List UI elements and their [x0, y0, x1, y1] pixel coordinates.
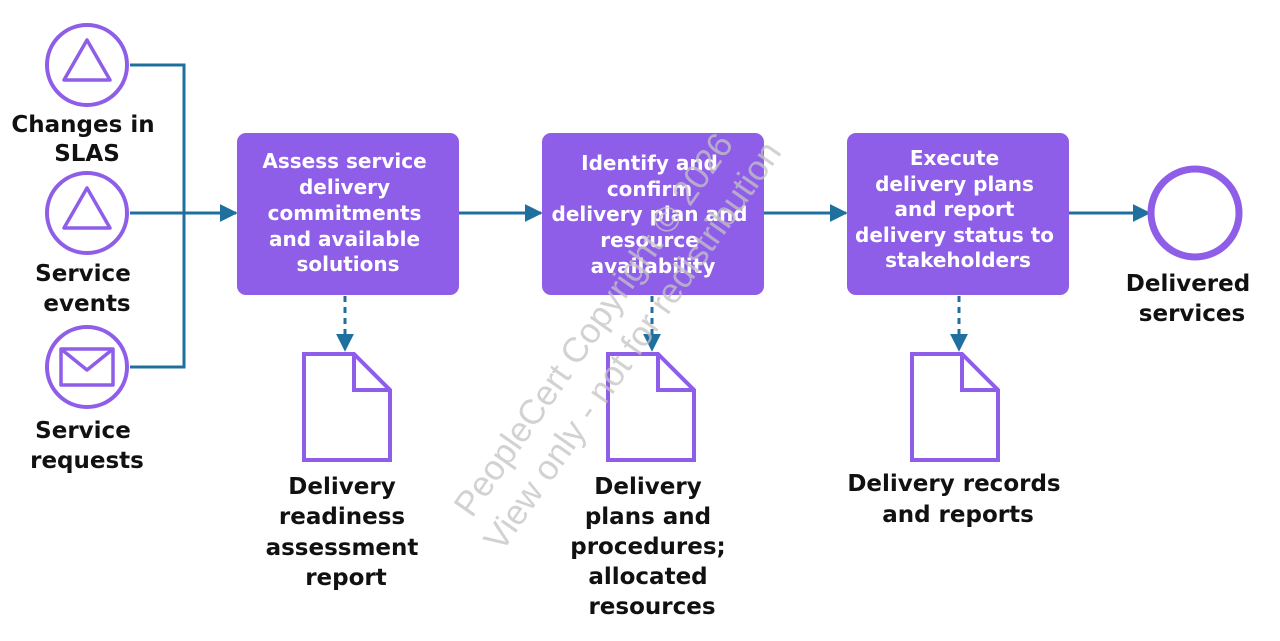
triangle-icon	[62, 38, 112, 82]
process-text-line: Assess service	[262, 149, 426, 173]
start-event-label-line: Service	[35, 261, 131, 287]
process-text-line: commitments	[268, 201, 422, 225]
document-label-line: Delivery	[288, 474, 395, 500]
event-circle	[45, 23, 129, 107]
process-text-line: delivery	[299, 175, 390, 199]
process-execute: Execute delivery plans and report delive…	[847, 133, 1069, 295]
process-text-line: and report	[895, 197, 1015, 221]
event-circle	[45, 325, 129, 409]
svg-text:Changes in SLAS: Changes in SLAS	[11, 112, 162, 167]
document-delivery-records: Delivery records and reports	[847, 352, 1068, 528]
svg-text:Identify and confirm: Identify and confirm delivery plan and r…	[552, 151, 755, 278]
document-readiness-report: Delivery readiness assessment report	[266, 352, 427, 591]
svg-text:Assess service delivery: Assess service delivery commitments and …	[262, 149, 433, 276]
triangle-icon	[62, 186, 112, 230]
document-icon	[910, 352, 1000, 462]
document-label-line: and reports	[882, 502, 1034, 528]
svg-text:Delivery plans and: Delivery plans and procedures; allocated…	[570, 474, 734, 620]
process-box	[847, 133, 1069, 295]
connector-changes-to-bus	[130, 63, 186, 369]
start-event-label-line: requests	[30, 448, 144, 474]
document-label-line: resources	[588, 594, 715, 620]
process-text-line: confirm	[607, 177, 692, 201]
start-event-label-line: SLAS	[54, 141, 120, 167]
document-label-line: assessment	[266, 535, 419, 561]
process-box	[542, 133, 764, 295]
process-text-line: stakeholders	[885, 248, 1031, 272]
process-text-line: and available	[269, 227, 420, 251]
end-event-label-line: Delivered	[1126, 271, 1250, 297]
document-label-line: Delivery	[594, 474, 701, 500]
document-icon	[302, 352, 392, 462]
event-circle	[45, 171, 129, 255]
document-label-line: allocated	[588, 564, 707, 590]
process-text-line: solutions	[296, 252, 399, 276]
svg-text:Service requests: Service requests	[30, 418, 144, 474]
document-label-line: procedures;	[570, 534, 726, 560]
process-text-line: delivery plan and	[552, 202, 748, 226]
connectors	[130, 63, 1151, 369]
process-text-line: Execute	[910, 146, 999, 170]
svg-text:Execute delivery plans: Execute delivery plans and report delive…	[855, 146, 1061, 272]
svg-text:Delivery records and rep: Delivery records and reports	[847, 471, 1068, 528]
process-assess: Assess service delivery commitments and …	[237, 133, 459, 295]
process-identify: Identify and confirm delivery plan and r…	[542, 133, 764, 295]
svg-text:Delivered services: Delivered services	[1126, 271, 1258, 327]
start-event-label-line: Service	[35, 418, 131, 444]
document-label-line: plans and	[585, 504, 711, 530]
envelope-icon	[59, 347, 115, 387]
document-delivery-plans: Delivery plans and procedures; allocated…	[570, 352, 734, 620]
process-text-line: delivery status to	[855, 223, 1054, 247]
process-box	[237, 133, 459, 295]
start-event-service-events: Service events	[35, 171, 139, 317]
process-text-line: resource	[600, 228, 699, 252]
document-label-line: readiness	[279, 504, 405, 530]
process-text-line: Identify and	[581, 151, 718, 175]
process-text-line: availability	[591, 254, 716, 278]
start-event-service-requests: Service requests	[30, 325, 144, 474]
document-label-line: Delivery records	[847, 471, 1060, 497]
start-event-changes-in-slas: Changes in SLAS	[11, 23, 162, 167]
start-event-label-line: events	[43, 291, 130, 317]
svg-text:Delivery readiness: Delivery readiness assessment report	[266, 474, 427, 591]
end-event-circle	[1147, 165, 1243, 261]
document-icon	[606, 352, 696, 462]
document-label-line: report	[305, 565, 387, 591]
process-text-line: delivery plans	[875, 172, 1034, 196]
svg-text:Service events: Service events	[35, 261, 139, 317]
start-event-label-line: Changes in	[11, 112, 154, 138]
end-event-label-line: services	[1139, 301, 1245, 327]
end-event-delivered-services: Delivered services	[1126, 165, 1258, 327]
